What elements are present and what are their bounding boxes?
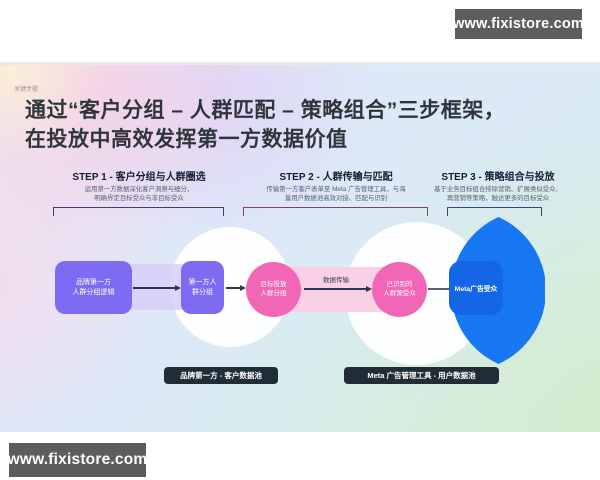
pool-label-brand-customer-data: 品牌第一方 - 客户数据池	[164, 367, 278, 384]
node-meta-ad-audience: Meta广告受众	[449, 261, 503, 315]
step-3-bracket	[447, 207, 542, 216]
watermark-top: www.fixistore.com	[453, 9, 584, 39]
connector-matched-to-meta	[428, 288, 450, 290]
arrow-data-transfer	[304, 288, 370, 290]
pool-label-meta-user-data: Meta 广告管理工具 - 用户数据池	[344, 367, 499, 384]
step-2-header: STEP 2 - 人群传输与匹配 传输第一方客户表单至 Meta 广告管理工具，…	[243, 168, 429, 203]
slide-title-line2: 在投放中高效发挥第一方数据价值	[25, 128, 348, 151]
step-1-title: STEP 1 - 客户分组与人群圈选	[72, 172, 206, 183]
arrow-segment-to-target	[226, 287, 244, 289]
slide-eyebrow: 关键步骤	[14, 87, 39, 93]
slide-title: 通过“客户分组 – 人群匹配 – 策略组合”三步框架， 在投放中高效发挥第一方数…	[25, 96, 585, 154]
step-3-header: STEP 3 - 策略组合与投放 基于业务目标组合排除营销、扩展类似受众、 再营…	[418, 168, 578, 203]
node-brand-first-party-logic: 品牌第一方 人群分组逻辑	[55, 261, 132, 314]
watermark-bottom: www.fixistore.com	[8, 443, 147, 477]
data-transfer-label: 数据传输	[323, 277, 349, 284]
arrow-source-to-segment	[133, 287, 179, 289]
step-1-header: STEP 1 - 客户分组与人群圈选 运用第一方数据深化客户洞察与细分， 明确界…	[36, 168, 242, 203]
step-2-title: STEP 2 - 人群传输与匹配	[279, 172, 393, 183]
step-2-description: 传输第一方客户表单至 Meta 广告管理工具，与海 量用户数据池高效对接、匹配与…	[266, 186, 406, 202]
slide-title-line1: 通过“客户分组 – 人群匹配 – 策略组合”三步框架，	[25, 99, 506, 122]
step-1-bracket	[53, 207, 224, 216]
node-identified-source-audience: 已识别的 人群源受众	[372, 262, 427, 317]
step-2-bracket	[243, 207, 428, 216]
step-3-title: STEP 3 - 策略组合与投放	[441, 172, 555, 183]
step-1-description: 运用第一方数据深化客户洞察与细分， 明确界定目标受众与非目标受众	[84, 186, 194, 202]
step-3-description: 基于业务目标组合排除营销、扩展类似受众、 再营销等策略，触达更多的目标受众	[434, 186, 562, 202]
node-target-audience-segments: 目标投放 人群分组	[246, 262, 301, 317]
node-first-party-segments: 第一方人 群分组	[181, 261, 224, 314]
